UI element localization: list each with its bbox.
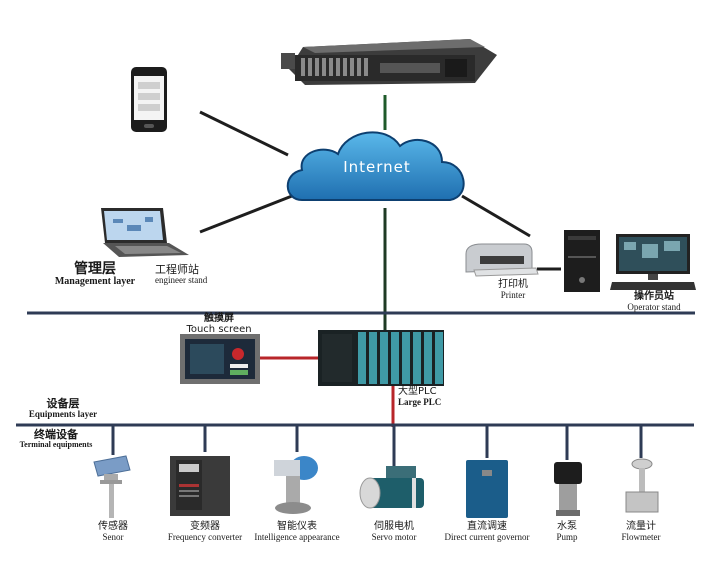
engineer-station-label: 工程师站 engineer stand	[155, 263, 208, 286]
plc-en: Large PLC	[398, 396, 442, 407]
desktop-computer-icon	[610, 234, 696, 290]
pump-icon	[554, 462, 582, 516]
internet-cloud: Internet	[282, 122, 472, 208]
terminal-item-cn: 传感器	[98, 521, 128, 532]
plc-modules	[358, 332, 443, 384]
plc-module	[424, 332, 432, 384]
touch-screen-cn: 触摸屏	[204, 313, 234, 324]
terminal-item-en: Pump	[556, 531, 578, 542]
cloud-operator-link	[461, 194, 531, 238]
pc-tower-icon	[564, 230, 600, 292]
terminal-item-en: Senor	[102, 531, 124, 542]
touch-screen-en: Touch screen	[186, 323, 252, 335]
management-layer-title: 管理层 Management layer	[40, 262, 150, 287]
servo-motor-icon	[359, 466, 424, 509]
terminal-item-en: Servo motor	[371, 531, 417, 542]
engineer-station-en: engineer stand	[155, 275, 208, 286]
sensor-icon	[93, 455, 131, 518]
terminal-equipment-cn: 终端设备	[34, 428, 78, 441]
terminal-item-en: Frequency converter	[167, 531, 243, 542]
operator-station-label: 操作员站 Operator stand	[614, 291, 694, 312]
plc-rack-icon	[318, 330, 444, 386]
cloud-icon	[286, 131, 465, 201]
terminal-equipment-en: Terminal equipments	[19, 439, 93, 449]
printer-label: 打印机 Printer	[488, 279, 538, 300]
terminal-item-cn: 伺服电机	[374, 521, 414, 532]
terminal-item-cn: 直流调速	[467, 521, 507, 532]
touch-screen-label: 触摸屏 Touch screen	[180, 313, 258, 335]
plc-module	[402, 332, 410, 384]
printer-icon	[465, 243, 539, 277]
terminal-item-cn: 水泵	[557, 521, 577, 532]
management-layer-cn: 管理层	[74, 261, 116, 277]
operator-station-cn: 操作员站	[634, 291, 674, 302]
flowmeter-icon	[625, 458, 659, 513]
terminal-item-en: Intelligence appearance	[254, 531, 340, 542]
rack-server-icon	[281, 39, 497, 85]
plc-cn: 大型PLC	[398, 386, 437, 397]
printer-en: Printer	[500, 289, 526, 300]
plc-label: 大型PLC Large PLC	[398, 386, 442, 407]
plc-module	[358, 332, 366, 384]
engineer-station-cn: 工程师站	[155, 263, 199, 276]
plc-module	[380, 332, 388, 384]
terminal-item-en: Direct current governor	[444, 531, 530, 542]
operator-station-en: Operator stand	[627, 301, 681, 312]
phone-cloud-link	[199, 110, 289, 157]
management-layer-en: Management layer	[54, 275, 136, 287]
terminal-item-cn: 智能仪表	[277, 521, 317, 532]
plc-module	[435, 332, 443, 384]
plc-module	[369, 332, 377, 384]
hmi-touch-screen-icon	[180, 334, 260, 384]
terminal-item-cn: 变频器	[190, 521, 220, 532]
equipment-layer-title: 设备层 Equipments layer	[8, 398, 118, 419]
terminal-item-en: Flowmeter	[621, 531, 661, 542]
internet-label: Internet	[343, 158, 411, 176]
laptop-cloud-link	[199, 194, 293, 234]
frequency-converter-icon	[170, 456, 230, 516]
equipment-layer-en: Equipments layer	[28, 408, 98, 419]
terminal-equipment-title: 终端设备 Terminal equipments	[0, 429, 112, 449]
equipment-layer-cn: 设备层	[46, 397, 80, 410]
plc-module	[391, 332, 399, 384]
terminal-item-cn: 流量计	[626, 521, 656, 532]
smart-meter-icon	[274, 456, 318, 514]
dc-governor-icon	[466, 460, 508, 518]
plc-module	[413, 332, 421, 384]
printer-cn: 打印机	[498, 279, 528, 290]
smartphone-icon	[131, 67, 167, 132]
laptop-icon	[101, 208, 189, 257]
